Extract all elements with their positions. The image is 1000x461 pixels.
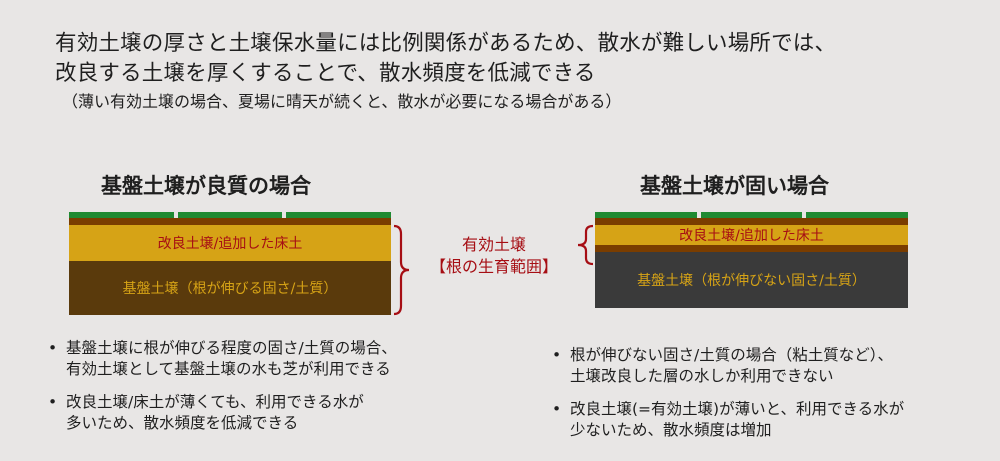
headline-line-1: 有効土壌の厚さと土壌保水量には比例関係があるため、散水が難しい場所では、	[55, 31, 837, 56]
right-bullet-list: 根が伸びない固さ/土質の場合（粘土質など）、 土壌改良した層の水しか利用できない…	[548, 345, 904, 453]
right-soil-diagram: 改良土壌/追加した床土 基盤土壌（根が伸びない固さ/土質）	[595, 212, 909, 308]
right-base-layer: 基盤土壌（根が伸びない固さ/土質）	[595, 252, 908, 308]
left-bullet-list: 基盤土壌に根が伸びる程度の固さ/土質の場合、 有効土壌として基盤土壌の水も芝が利…	[44, 338, 397, 446]
grass-segment	[286, 212, 392, 218]
grass-segment	[806, 212, 909, 218]
right-bullet-2-line-2: 少ないため、散水頻度は増加	[570, 421, 772, 439]
right-improved-layer: 改良土壌/追加した床土	[595, 225, 908, 245]
right-grass-strip	[595, 212, 909, 218]
right-separator-line	[595, 245, 908, 252]
left-brace-icon	[393, 224, 410, 316]
grass-segment	[69, 212, 174, 218]
right-bullet-1: 根が伸びない固さ/土質の場合（粘土質など）、 土壌改良した層の水しか利用できない	[548, 345, 904, 387]
effective-soil-label: 有効土壌 【根の生育範囲】	[414, 234, 574, 278]
right-brace-icon	[577, 224, 594, 266]
headline-line-2: 改良する土壌を厚くすることで、散水頻度を低減できる	[55, 61, 596, 86]
headline-note: （薄い有効土壌の場合、夏場に晴天が続くと、散水が必要になる場合がある）	[62, 92, 622, 111]
left-bullet-2-line-2: 多いため、散水頻度を低減できる	[66, 414, 299, 432]
left-bullet-2-line-1: 改良土壌/床土が薄くても、利用できる水が	[66, 393, 364, 411]
right-bullet-2-line-1: 改良土壌(=有効土壌)が薄いと、利用できる水が	[570, 400, 905, 418]
left-soil-diagram: 改良土壌/追加した床土 基盤土壌（根が伸びる固さ/土質）	[69, 212, 392, 315]
right-bullet-1-line-2: 土壌改良した層の水しか利用できない	[570, 367, 834, 385]
right-bullet-1-line-1: 根が伸びない固さ/土質の場合（粘土質など）、	[570, 346, 893, 364]
right-bullet-2: 改良土壌(=有効土壌)が薄いと、利用できる水が 少ないため、散水頻度は増加	[548, 399, 904, 441]
effective-soil-label-line-1: 有効土壌	[461, 235, 526, 254]
right-panel-title: 基盤土壌が固い場合	[640, 174, 829, 198]
grass-segment	[595, 212, 697, 218]
left-bullet-1-line-1: 基盤土壌に根が伸びる程度の固さ/土質の場合、	[66, 339, 397, 357]
grass-segment	[700, 212, 803, 218]
left-improved-layer: 改良土壌/追加した床土	[69, 225, 391, 261]
grass-segment	[177, 212, 283, 218]
left-bullet-2: 改良土壌/床土が薄くても、利用できる水が 多いため、散水頻度を低減できる	[44, 392, 397, 434]
left-thatch-line	[69, 218, 391, 225]
left-bullet-1: 基盤土壌に根が伸びる程度の固さ/土質の場合、 有効土壌として基盤土壌の水も芝が利…	[44, 338, 397, 380]
left-base-layer: 基盤土壌（根が伸びる固さ/土質）	[69, 261, 391, 315]
right-thatch-line	[595, 218, 908, 225]
left-bullet-1-line-2: 有効土壌として基盤土壌の水も芝が利用できる	[66, 360, 391, 378]
effective-soil-label-line-2: 【根の生育範囲】	[429, 257, 558, 276]
left-grass-strip	[69, 212, 392, 218]
left-panel-title: 基盤土壌が良質の場合	[101, 174, 311, 198]
